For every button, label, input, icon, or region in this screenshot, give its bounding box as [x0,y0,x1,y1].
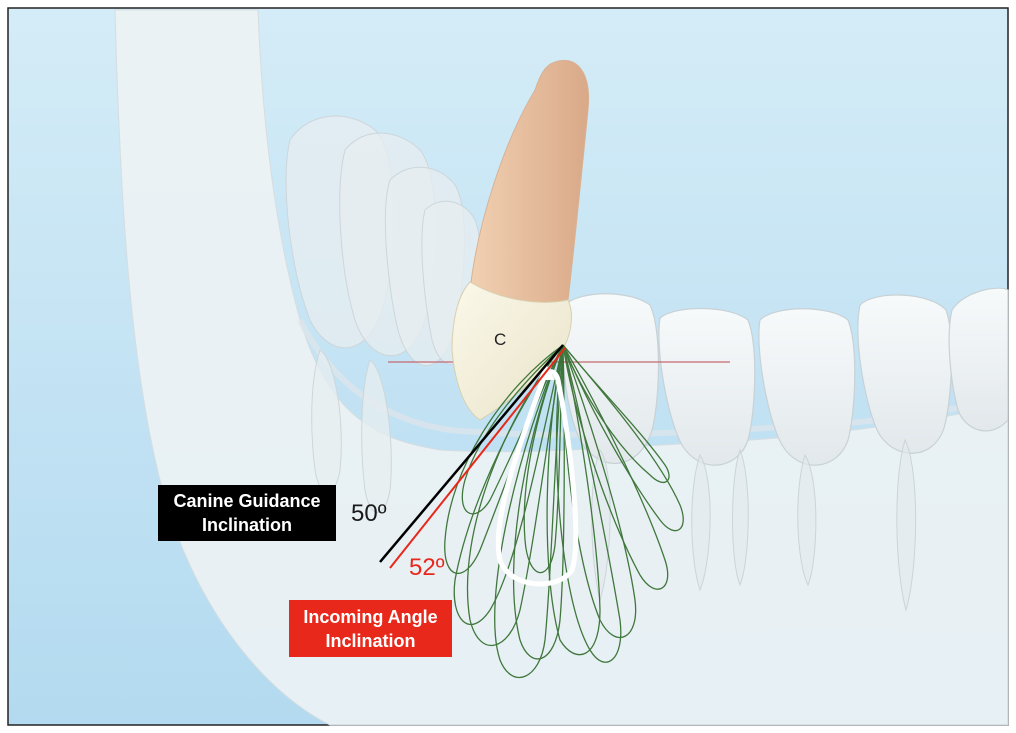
canine-guidance-label-line2: Inclination [173,513,320,537]
canine-guidance-label: Canine Guidance Inclination [158,485,336,541]
incoming-angle-label: Incoming Angle Inclination [289,600,452,657]
canine-label: C [494,330,506,350]
incoming-angle-value: 52º [409,554,444,582]
incoming-angle-label-line1: Incoming Angle [303,605,437,629]
incoming-angle-label-line2: Inclination [303,629,437,653]
canine-guidance-angle: 50º [351,500,386,528]
canine-guidance-label-line1: Canine Guidance [173,489,320,513]
